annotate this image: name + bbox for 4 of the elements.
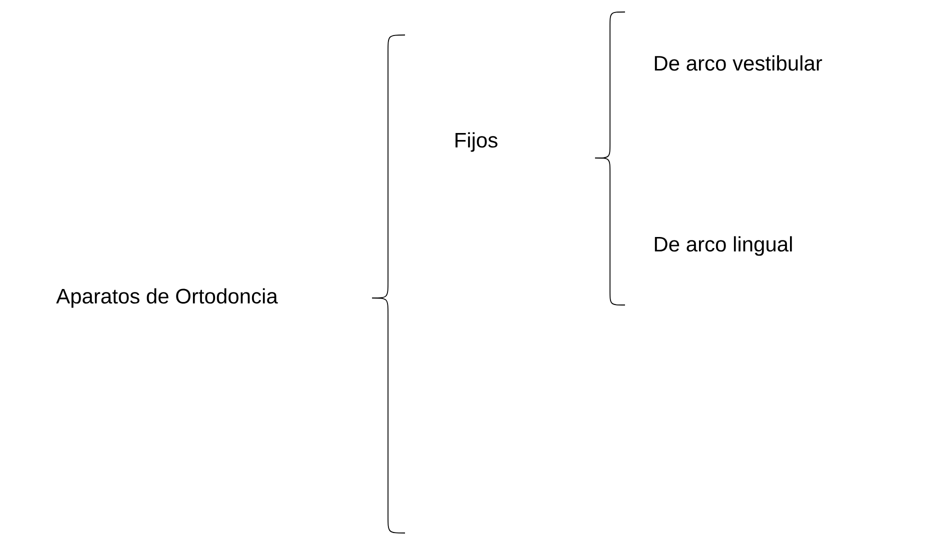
- label-text: Fijos: [456, 132, 498, 152]
- label-text: De arco vestibular: [654, 55, 822, 71]
- label-text: De arco lingual: [654, 236, 792, 256]
- label-text: Aparatos de Ortodoncia: [56, 288, 278, 308]
